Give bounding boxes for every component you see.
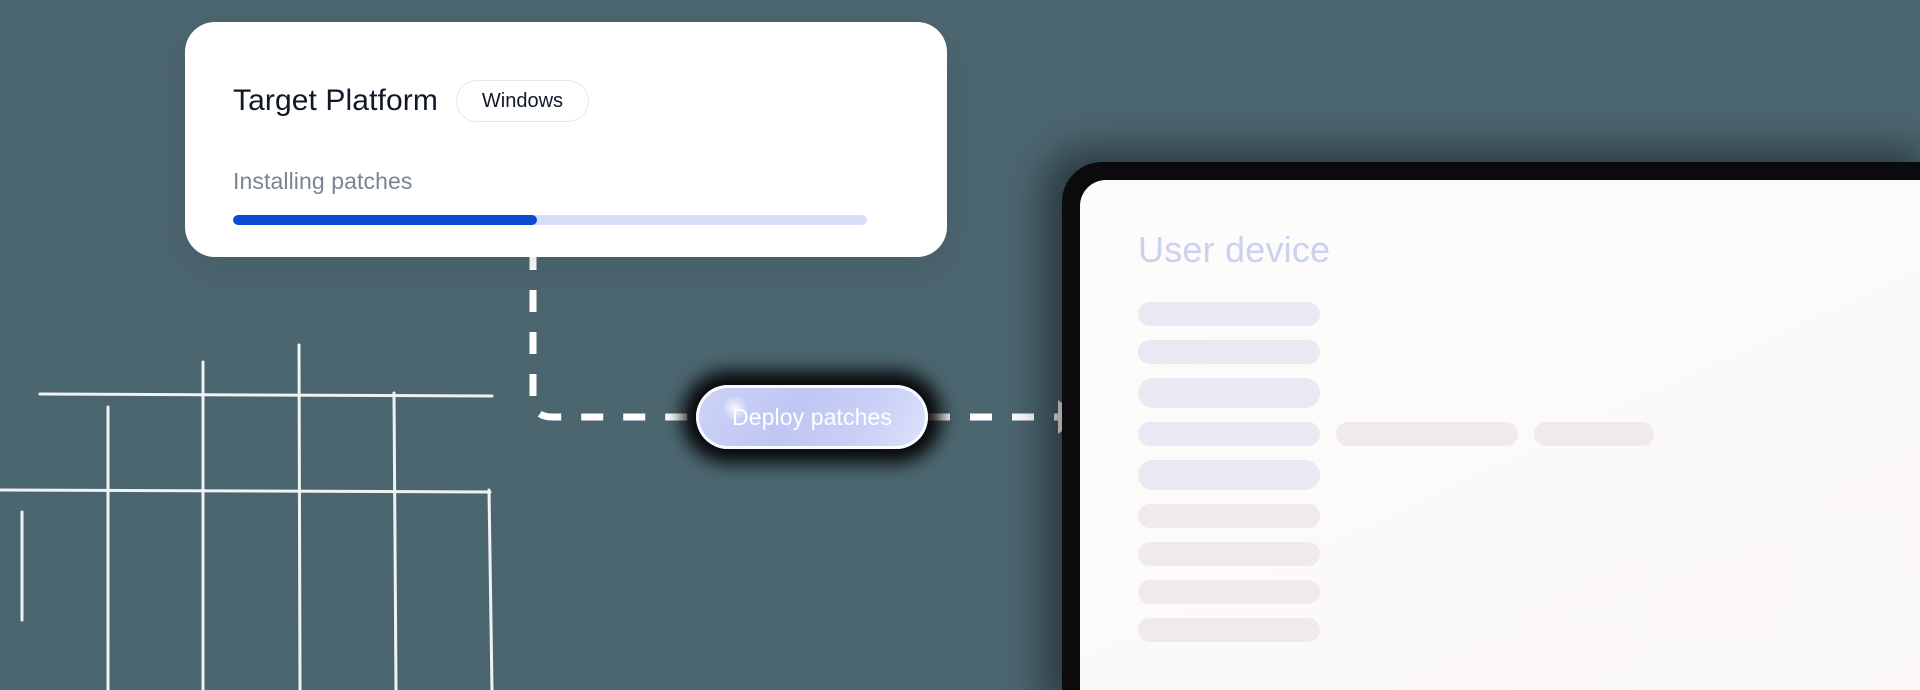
- connector-card-to-button: [529, 248, 700, 421]
- skeleton-bar: [1138, 542, 1320, 566]
- skeleton-row: [1138, 618, 1920, 642]
- grid-line-vertical: [297, 343, 302, 690]
- skeleton-row: [1138, 302, 1920, 326]
- platform-badge[interactable]: Windows: [455, 80, 590, 122]
- progress-bar-track: [233, 215, 867, 225]
- grid-line-vertical: [392, 391, 398, 690]
- skeleton-row: [1138, 542, 1920, 566]
- skeleton-row: [1138, 378, 1920, 408]
- skeleton-bar: [1336, 422, 1518, 446]
- progress-bar-fill: [233, 215, 538, 225]
- skeleton-row: [1138, 504, 1920, 528]
- device-skeleton-list: [1138, 302, 1920, 642]
- progress-status-label: Installing patches: [233, 168, 413, 194]
- status-card: Target Platform Windows Installing patch…: [185, 22, 947, 257]
- device-screen: User device: [1080, 180, 1920, 690]
- skeleton-bar: [1138, 340, 1320, 364]
- grid-line-horizontal: [0, 488, 492, 494]
- grid-line-vertical: [487, 488, 494, 690]
- device-title: User device: [1138, 229, 1331, 270]
- grid-line-horizontal: [38, 392, 494, 398]
- skeleton-bar: [1138, 422, 1320, 446]
- skeleton-bar: [1138, 378, 1320, 408]
- skeleton-bar: [1534, 422, 1654, 446]
- status-card-header: Target Platform Windows: [233, 80, 947, 122]
- page-title: Target Platform: [233, 84, 438, 117]
- skeleton-bar: [1138, 302, 1320, 326]
- deploy-patches-button[interactable]: Deploy patches: [696, 385, 928, 449]
- skeleton-bar: [1138, 580, 1320, 604]
- skeleton-bar: [1138, 504, 1320, 528]
- skeleton-row: [1138, 340, 1920, 364]
- skeleton-row: [1138, 580, 1920, 604]
- user-device-mockup: User device: [1062, 162, 1920, 690]
- deploy-button-group: Deploy patches: [682, 371, 942, 463]
- skeleton-bar: [1138, 618, 1320, 642]
- skeleton-bar: [1138, 460, 1320, 490]
- skeleton-row: [1138, 460, 1920, 490]
- skeleton-row: [1138, 422, 1920, 446]
